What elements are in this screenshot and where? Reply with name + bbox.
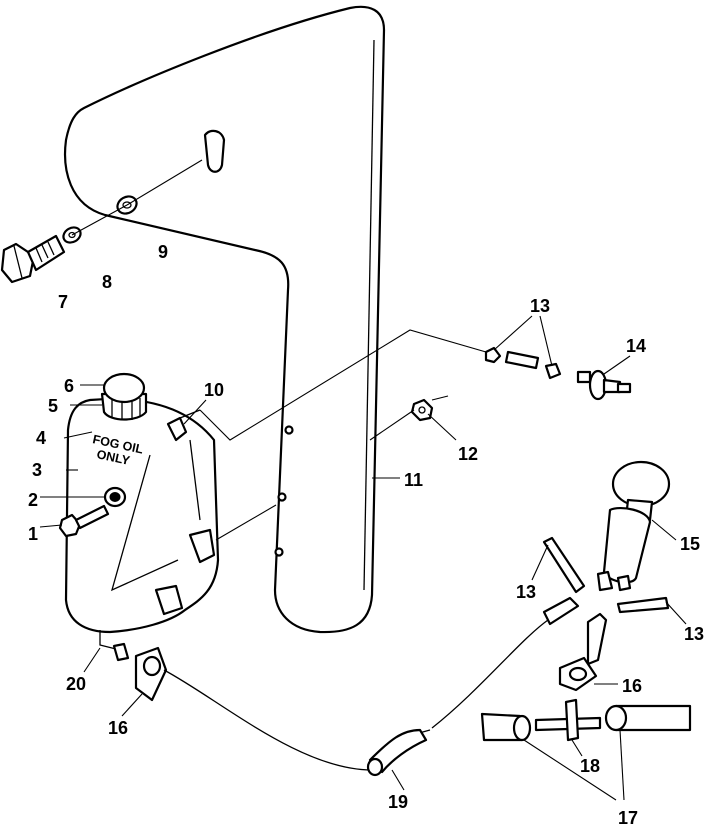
callout-4: 4 <box>36 428 46 448</box>
leader-lines <box>39 159 687 801</box>
callout-labels: 1 2 3 4 5 6 7 8 9 10 11 12 13 13 13 14 1… <box>28 242 704 825</box>
callout-6: 6 <box>64 376 74 396</box>
tank-screw <box>58 504 110 538</box>
mounting-bolt <box>0 234 66 284</box>
callout-20: 20 <box>66 674 86 694</box>
callout-7: 7 <box>58 292 68 312</box>
fuel-line-left <box>480 712 532 742</box>
oil-hose <box>163 596 580 777</box>
callout-18: 18 <box>580 756 600 776</box>
fuel-line-right <box>604 704 692 732</box>
callout-11: 11 <box>404 470 423 490</box>
oil-tank: FOG OIL ONLY <box>64 398 220 662</box>
callout-15: 15 <box>680 534 700 554</box>
tank-decal-line-2: ONLY <box>95 447 131 468</box>
callout-16-left: 16 <box>108 718 128 738</box>
tank-cap <box>100 372 148 421</box>
short-hose-left <box>542 536 586 594</box>
callout-17: 17 <box>618 808 638 825</box>
tee-fitting <box>534 698 602 742</box>
callout-19: 19 <box>388 792 408 812</box>
callout-13-left: 13 <box>516 582 536 602</box>
callout-5: 5 <box>48 396 58 416</box>
vent-fitting <box>166 409 201 442</box>
primer-pump <box>596 460 671 592</box>
hose-stub <box>586 612 608 666</box>
callout-13-right: 13 <box>684 624 704 644</box>
mounting-panel <box>63 5 386 634</box>
callout-13-top: 13 <box>530 296 550 316</box>
callout-12: 12 <box>458 444 478 464</box>
hose-fitting-set <box>484 346 562 380</box>
callout-2: 2 <box>28 490 38 510</box>
callout-14: 14 <box>626 336 646 356</box>
hose-clamp-right <box>558 656 598 692</box>
tank-washer <box>103 486 127 508</box>
callout-10: 10 <box>204 380 224 400</box>
callout-9: 9 <box>158 242 168 262</box>
callout-3: 3 <box>32 460 42 480</box>
callout-16-right: 16 <box>622 676 642 696</box>
check-valve <box>576 369 632 401</box>
short-hose-right <box>616 596 670 614</box>
hose-clamp-left <box>134 646 168 702</box>
callout-1: 1 <box>28 524 38 544</box>
callout-8: 8 <box>102 272 112 292</box>
nut <box>410 398 434 422</box>
